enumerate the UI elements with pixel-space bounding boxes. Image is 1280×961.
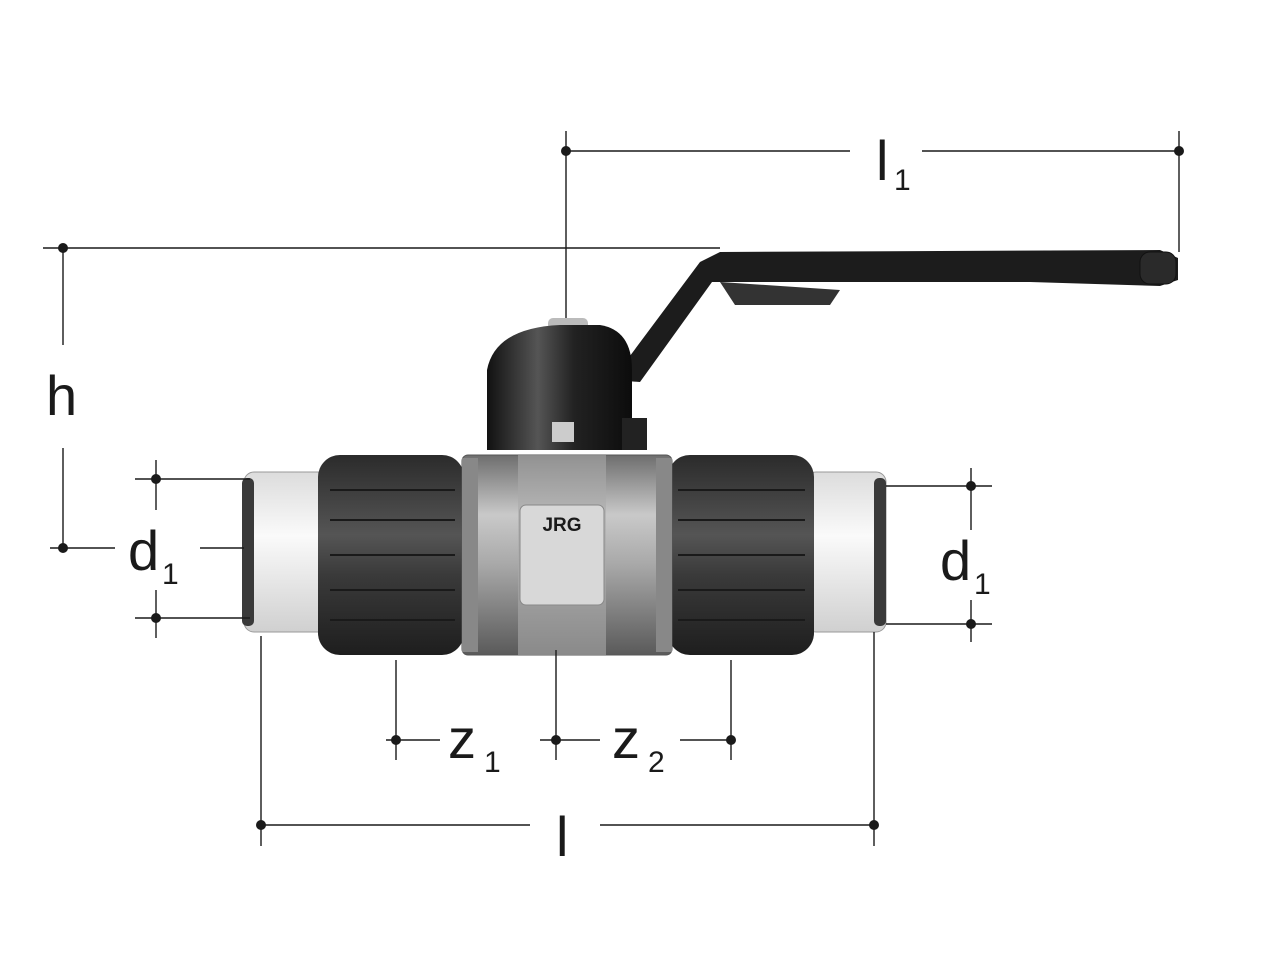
jrg-logo: JRG xyxy=(542,515,581,536)
label-l: l xyxy=(556,805,568,868)
left-union-nut xyxy=(318,455,464,655)
label-d1-left: d 1 xyxy=(128,519,179,591)
svg-text:l: l xyxy=(876,129,888,192)
left-pipe-sleeve xyxy=(242,471,329,633)
right-pipe-sleeve xyxy=(805,471,887,633)
handle-lever xyxy=(612,250,1178,382)
label-z1: z 1 xyxy=(448,707,501,779)
dimension-points xyxy=(58,146,1184,830)
svg-text:1: 1 xyxy=(484,746,501,779)
bonnet-cap xyxy=(487,318,647,450)
right-union-nut xyxy=(668,455,814,655)
svg-text:h: h xyxy=(46,364,77,427)
valve-illustration: JRG xyxy=(242,250,1178,656)
svg-text:z: z xyxy=(448,707,476,770)
svg-text:d: d xyxy=(940,529,971,592)
svg-text:1: 1 xyxy=(162,558,179,591)
label-l1: l 1 xyxy=(876,129,911,197)
label-z2: z 2 xyxy=(612,707,665,779)
svg-text:1: 1 xyxy=(974,568,991,601)
svg-text:d: d xyxy=(128,519,159,582)
valve-body: JRG xyxy=(461,454,673,656)
svg-text:1: 1 xyxy=(894,164,911,197)
svg-text:2: 2 xyxy=(648,746,665,779)
svg-text:z: z xyxy=(612,707,640,770)
label-d1-right: d 1 xyxy=(940,529,991,601)
label-h: h xyxy=(46,364,77,427)
svg-text:l: l xyxy=(556,805,568,868)
